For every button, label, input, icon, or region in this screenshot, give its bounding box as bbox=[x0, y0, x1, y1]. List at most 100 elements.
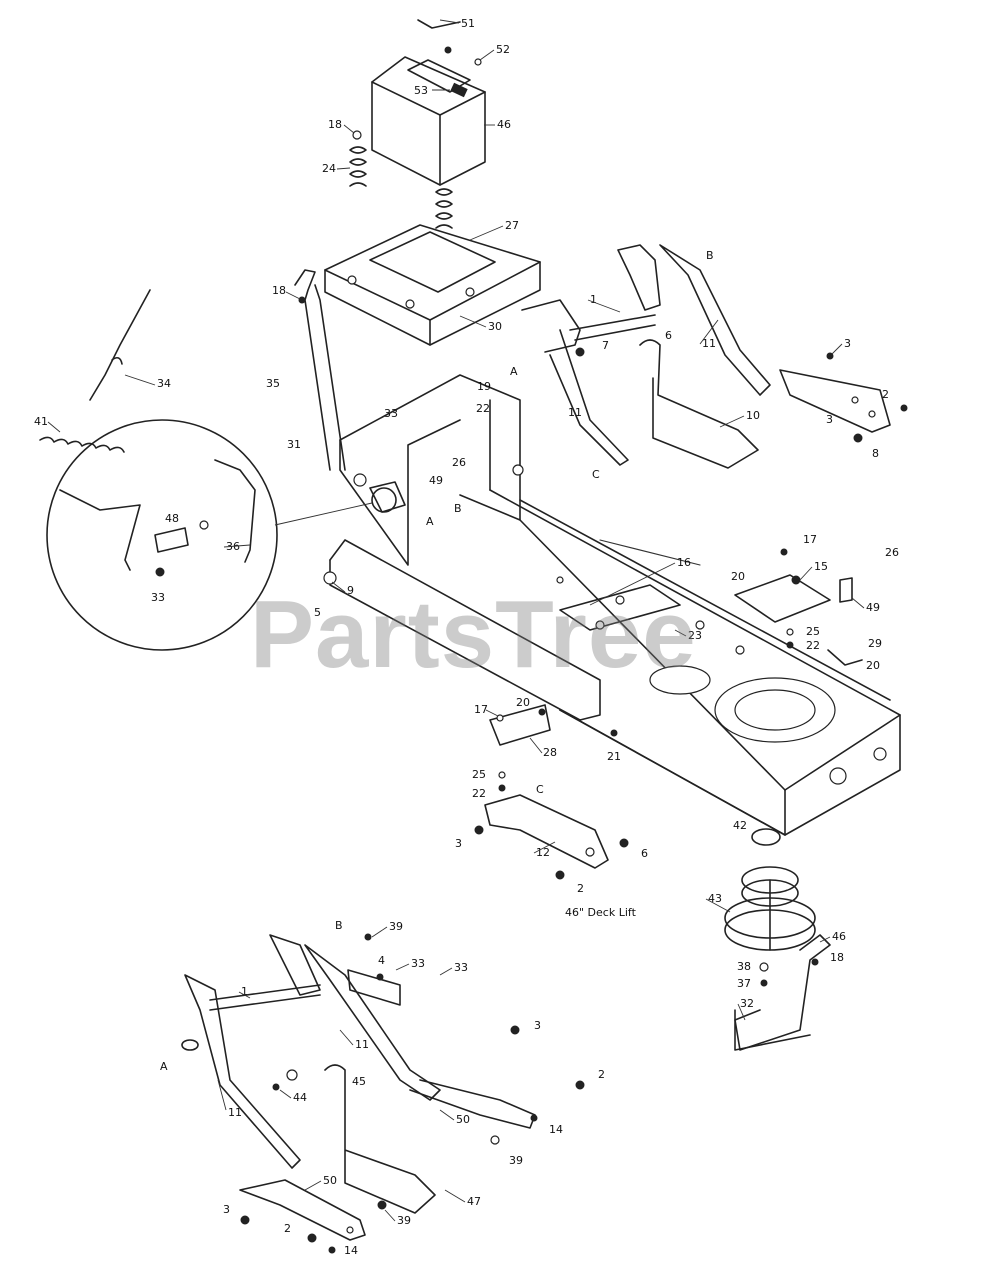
callout-14: 14 bbox=[549, 1123, 563, 1136]
callout-22: 22 bbox=[806, 639, 820, 652]
callout-3: 3 bbox=[455, 837, 462, 850]
callout-17: 17 bbox=[474, 703, 488, 716]
callout-b: B bbox=[706, 249, 714, 262]
callout-2: 2 bbox=[882, 388, 889, 401]
callout-c: C bbox=[592, 468, 600, 481]
callout-24: 24 bbox=[322, 162, 336, 175]
callout-a: A bbox=[510, 365, 518, 378]
callout-2: 2 bbox=[284, 1222, 291, 1235]
callout-33: 33 bbox=[384, 407, 398, 420]
callout-11: 11 bbox=[568, 406, 582, 419]
lift-bracket-mid bbox=[489, 704, 618, 792]
callout-34: 34 bbox=[157, 377, 171, 390]
callout-20: 20 bbox=[516, 696, 530, 709]
callout-32: 32 bbox=[740, 997, 754, 1010]
callout-3: 3 bbox=[223, 1203, 230, 1216]
callout-a: A bbox=[426, 515, 434, 528]
callout-44: 44 bbox=[293, 1091, 307, 1104]
callout-42: 42 bbox=[733, 819, 747, 832]
callout-11: 11 bbox=[355, 1038, 369, 1051]
callout-a: A bbox=[160, 1060, 168, 1073]
battery-assembly bbox=[349, 19, 486, 229]
callout-35: 35 bbox=[266, 377, 280, 390]
callout-52: 52 bbox=[496, 43, 510, 56]
callout-3: 3 bbox=[534, 1019, 541, 1032]
callout-1: 1 bbox=[241, 985, 248, 998]
deck-lift-caption: 46" Deck Lift bbox=[565, 906, 637, 919]
callout-6: 6 bbox=[665, 329, 672, 342]
callout-7: 7 bbox=[602, 339, 609, 352]
lift-link-12 bbox=[474, 794, 629, 880]
callout-41: 41 bbox=[34, 415, 48, 428]
callout-14: 14 bbox=[344, 1244, 358, 1257]
callout-5: 5 bbox=[314, 606, 321, 619]
callout-2: 2 bbox=[577, 882, 584, 895]
lift-lever-assembly-lower bbox=[181, 933, 585, 1254]
callout-43: 43 bbox=[708, 892, 722, 905]
callout-49: 49 bbox=[429, 474, 443, 487]
callout-26: 26 bbox=[885, 546, 899, 559]
callout-labels: 51 52 53 46 18 24 27 18 30 B 1 7 6 11 3 … bbox=[34, 17, 899, 1257]
callout-b: B bbox=[454, 502, 462, 515]
callout-26: 26 bbox=[452, 456, 466, 469]
callout-50: 50 bbox=[456, 1113, 470, 1126]
callout-27: 27 bbox=[505, 219, 519, 232]
callout-6: 6 bbox=[641, 847, 648, 860]
callout-11: 11 bbox=[702, 337, 716, 350]
callout-48: 48 bbox=[165, 512, 179, 525]
callout-16: 16 bbox=[677, 556, 691, 569]
callout-49: 49 bbox=[866, 601, 880, 614]
callout-25: 25 bbox=[806, 625, 820, 638]
callout-23: 23 bbox=[688, 629, 702, 642]
callout-11: 11 bbox=[228, 1106, 242, 1119]
callout-46: 46 bbox=[832, 930, 846, 943]
battery-tray bbox=[298, 224, 541, 346]
callout-33: 33 bbox=[454, 961, 468, 974]
callout-46: 46 bbox=[497, 118, 511, 131]
callout-28: 28 bbox=[543, 746, 557, 759]
tractor-frame bbox=[323, 374, 901, 836]
callout-18: 18 bbox=[328, 118, 342, 131]
callout-37: 37 bbox=[737, 977, 751, 990]
idler-pulley-assembly bbox=[724, 828, 831, 1051]
pedal-bracket-right bbox=[734, 548, 863, 666]
callout-47: 47 bbox=[467, 1195, 481, 1208]
callout-31: 31 bbox=[287, 438, 301, 451]
callout-33: 33 bbox=[411, 957, 425, 970]
callout-20: 20 bbox=[731, 570, 745, 583]
callout-22: 22 bbox=[476, 402, 490, 415]
callout-50: 50 bbox=[323, 1174, 337, 1187]
callout-19: 19 bbox=[477, 380, 491, 393]
callout-8: 8 bbox=[872, 447, 879, 460]
callout-1: 1 bbox=[590, 293, 597, 306]
callout-9: 9 bbox=[347, 584, 354, 597]
callout-22: 22 bbox=[472, 787, 486, 800]
callout-33: 33 bbox=[151, 591, 165, 604]
callout-29: 29 bbox=[868, 637, 882, 650]
callout-2: 2 bbox=[598, 1068, 605, 1081]
callout-38: 38 bbox=[737, 960, 751, 973]
detail-inset bbox=[46, 419, 397, 651]
callout-3: 3 bbox=[826, 413, 833, 426]
callout-15: 15 bbox=[814, 560, 828, 573]
callout-30: 30 bbox=[488, 320, 502, 333]
callout-39: 39 bbox=[397, 1214, 411, 1227]
callout-18: 18 bbox=[830, 951, 844, 964]
callout-45: 45 bbox=[352, 1075, 366, 1088]
callout-21: 21 bbox=[607, 750, 621, 763]
callout-10: 10 bbox=[746, 409, 760, 422]
leader-lines bbox=[47, 19, 865, 1222]
callout-39: 39 bbox=[509, 1154, 523, 1167]
callout-25: 25 bbox=[472, 768, 486, 781]
lift-lever-assembly-upper bbox=[521, 244, 908, 469]
callout-18: 18 bbox=[272, 284, 286, 297]
callout-c: C bbox=[536, 783, 544, 796]
lift-cable bbox=[39, 269, 346, 471]
callout-b: B bbox=[335, 919, 343, 932]
callout-39: 39 bbox=[389, 920, 403, 933]
callout-53: 53 bbox=[414, 84, 428, 97]
callout-17: 17 bbox=[803, 533, 817, 546]
callout-20: 20 bbox=[866, 659, 880, 672]
callout-12: 12 bbox=[536, 846, 550, 859]
